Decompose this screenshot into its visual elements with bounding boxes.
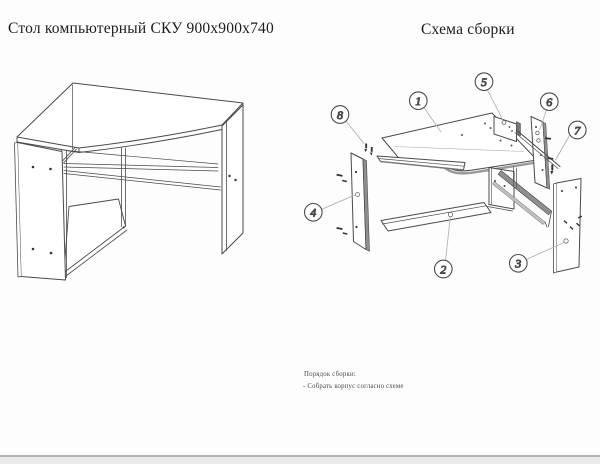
keyboard-shelf — [65, 150, 219, 165]
leader-lines — [321, 89, 571, 261]
callout-4: 4 — [303, 202, 323, 222]
callout-1: 1 — [408, 91, 428, 111]
part-4-left-panel — [336, 152, 370, 252]
callout-6: 6 — [539, 92, 559, 112]
product-title: Стол компьютерный СКУ 900х900х740 — [8, 20, 274, 37]
window-bottom-border — [0, 455, 600, 457]
corner-brace — [61, 147, 77, 164]
keyboard-shelf-strip — [376, 155, 466, 171]
svg-text:1: 1 — [415, 94, 421, 108]
svg-text:5: 5 — [481, 75, 487, 89]
callout-7: 7 — [567, 120, 587, 140]
svg-text:3: 3 — [514, 257, 521, 271]
right-divider — [121, 147, 126, 227]
desktop-top — [16, 82, 244, 149]
part-2-shelf — [380, 202, 492, 232]
assembly-order-step: - Собрать корпус согласно схеме — [303, 383, 404, 390]
part-7-screws — [544, 137, 554, 175]
assembly-order-heading: Порядок сборки: — [304, 371, 356, 378]
exploded-view-drawing: 1 2 3 4 5 6 7 8 — [303, 72, 587, 279]
part-8-bolts — [364, 143, 373, 156]
right-support-structure — [492, 129, 561, 228]
svg-text:8: 8 — [337, 108, 343, 122]
callout-3: 3 — [508, 253, 528, 273]
svg-text:7: 7 — [574, 123, 581, 137]
window-bottom-strip — [0, 457, 600, 464]
callout-8: 8 — [330, 105, 350, 124]
svg-text:4: 4 — [310, 206, 316, 220]
right-side-panel — [221, 104, 244, 255]
screw-hole-dots — [31, 165, 237, 255]
svg-text:2: 2 — [440, 262, 446, 276]
callout-5: 5 — [474, 72, 494, 92]
callout-2: 2 — [433, 259, 453, 279]
left-side-panel — [17, 142, 66, 281]
assembled-desk-drawing — [14, 82, 244, 281]
lower-shelf — [63, 198, 126, 273]
svg-text:6: 6 — [546, 95, 552, 109]
callout-balloons: 1 2 3 4 5 6 7 8 — [303, 72, 587, 279]
scheme-title: Схема сборки — [421, 21, 515, 38]
part-3-right-panel — [553, 178, 583, 274]
